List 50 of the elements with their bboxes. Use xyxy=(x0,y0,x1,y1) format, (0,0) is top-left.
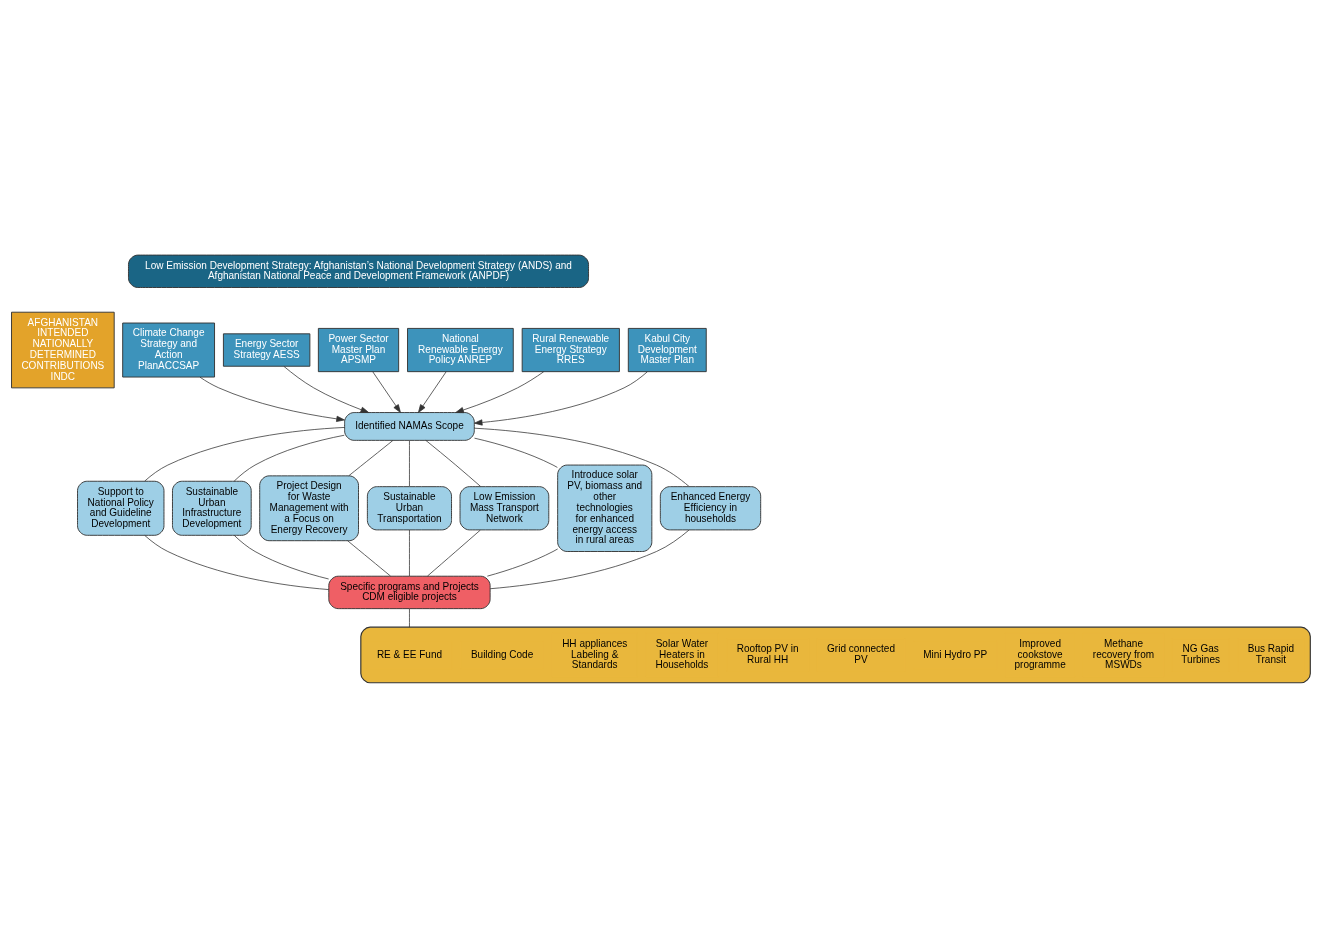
connector xyxy=(144,534,330,590)
connector xyxy=(425,439,482,487)
node-text: Bus Rapid Transit xyxy=(1247,642,1295,665)
connector xyxy=(233,534,330,579)
node-box: Energy Sector Strategy AESS xyxy=(222,332,311,367)
node-box: Climate Change Strategy and Action PlanACCSAP xyxy=(122,322,215,377)
connector xyxy=(474,427,690,487)
node-text: Rooftop PV in Rural HH xyxy=(736,642,799,665)
node-text: RE & EE Fund xyxy=(376,648,443,660)
connector xyxy=(347,539,391,576)
cluster xyxy=(360,626,1311,683)
node-box: Sustainable Urban Transportation xyxy=(366,485,452,530)
connector xyxy=(233,434,345,482)
arrow xyxy=(418,370,447,413)
arrow xyxy=(199,376,345,422)
node-box: Enhanced Energy Efficiency in households xyxy=(659,485,762,530)
node-box: Specific programs and Projects CDM eligible projects xyxy=(328,575,491,609)
connector xyxy=(348,439,394,476)
node-box: Support to National Policy and Guideline Development xyxy=(77,480,165,536)
connector xyxy=(427,529,481,576)
node-box: Low Emission Development Strategy: Afghanistan’s National Development Strategy (ANDS) and Afghanistan National Peace and Development Framework (ANPDF) xyxy=(128,254,589,288)
node-text: NG Gas Turbines xyxy=(1181,642,1220,665)
node-text: Mini Hydro PP xyxy=(923,648,988,660)
node-box: Introduce solar PV, biomass and other technologies for enhanced energy access in rural areas xyxy=(557,464,653,552)
node-box: Low Emission Mass Transport Network xyxy=(459,485,550,530)
connector xyxy=(486,548,559,577)
arrow xyxy=(473,370,648,426)
connector xyxy=(409,439,410,487)
node-box: Sustainable Urban Infrastructure Development xyxy=(172,480,252,536)
node-box: National Renewable Energy Policy ANREP xyxy=(407,327,514,372)
node-text: HH appliances Labeling & Standards xyxy=(562,637,628,670)
node-box: Power Sector Master Plan APSMP xyxy=(317,327,400,372)
node-text: Methane recovery from MSWDs xyxy=(1092,637,1155,670)
connector xyxy=(409,529,410,576)
connector xyxy=(474,437,558,468)
node-box: AFGHANISTAN INTENDED NATIONALLY DETERMINED CONTRIBUTIONS INDC xyxy=(11,311,115,388)
arrow xyxy=(283,365,370,413)
arrow xyxy=(455,370,545,413)
connector xyxy=(409,608,410,628)
node-text: Building Code xyxy=(470,648,534,660)
connector xyxy=(144,426,345,482)
node-text: Solar Water Heaters in Households xyxy=(655,637,709,670)
node-text: Improved cookstove programme xyxy=(1014,637,1066,670)
node-text: Grid connected PV xyxy=(827,642,895,665)
node-box: Identified NAMAs Scope xyxy=(344,411,475,441)
arrow xyxy=(372,370,401,413)
node-box: Kabul City Development Master Plan xyxy=(627,327,707,372)
connector xyxy=(489,529,690,589)
node-box: Rural Renewable Energy Strategy RRES xyxy=(521,327,620,372)
node-box: Project Design for Waste Management with a Focus on Energy Recovery xyxy=(259,474,359,541)
